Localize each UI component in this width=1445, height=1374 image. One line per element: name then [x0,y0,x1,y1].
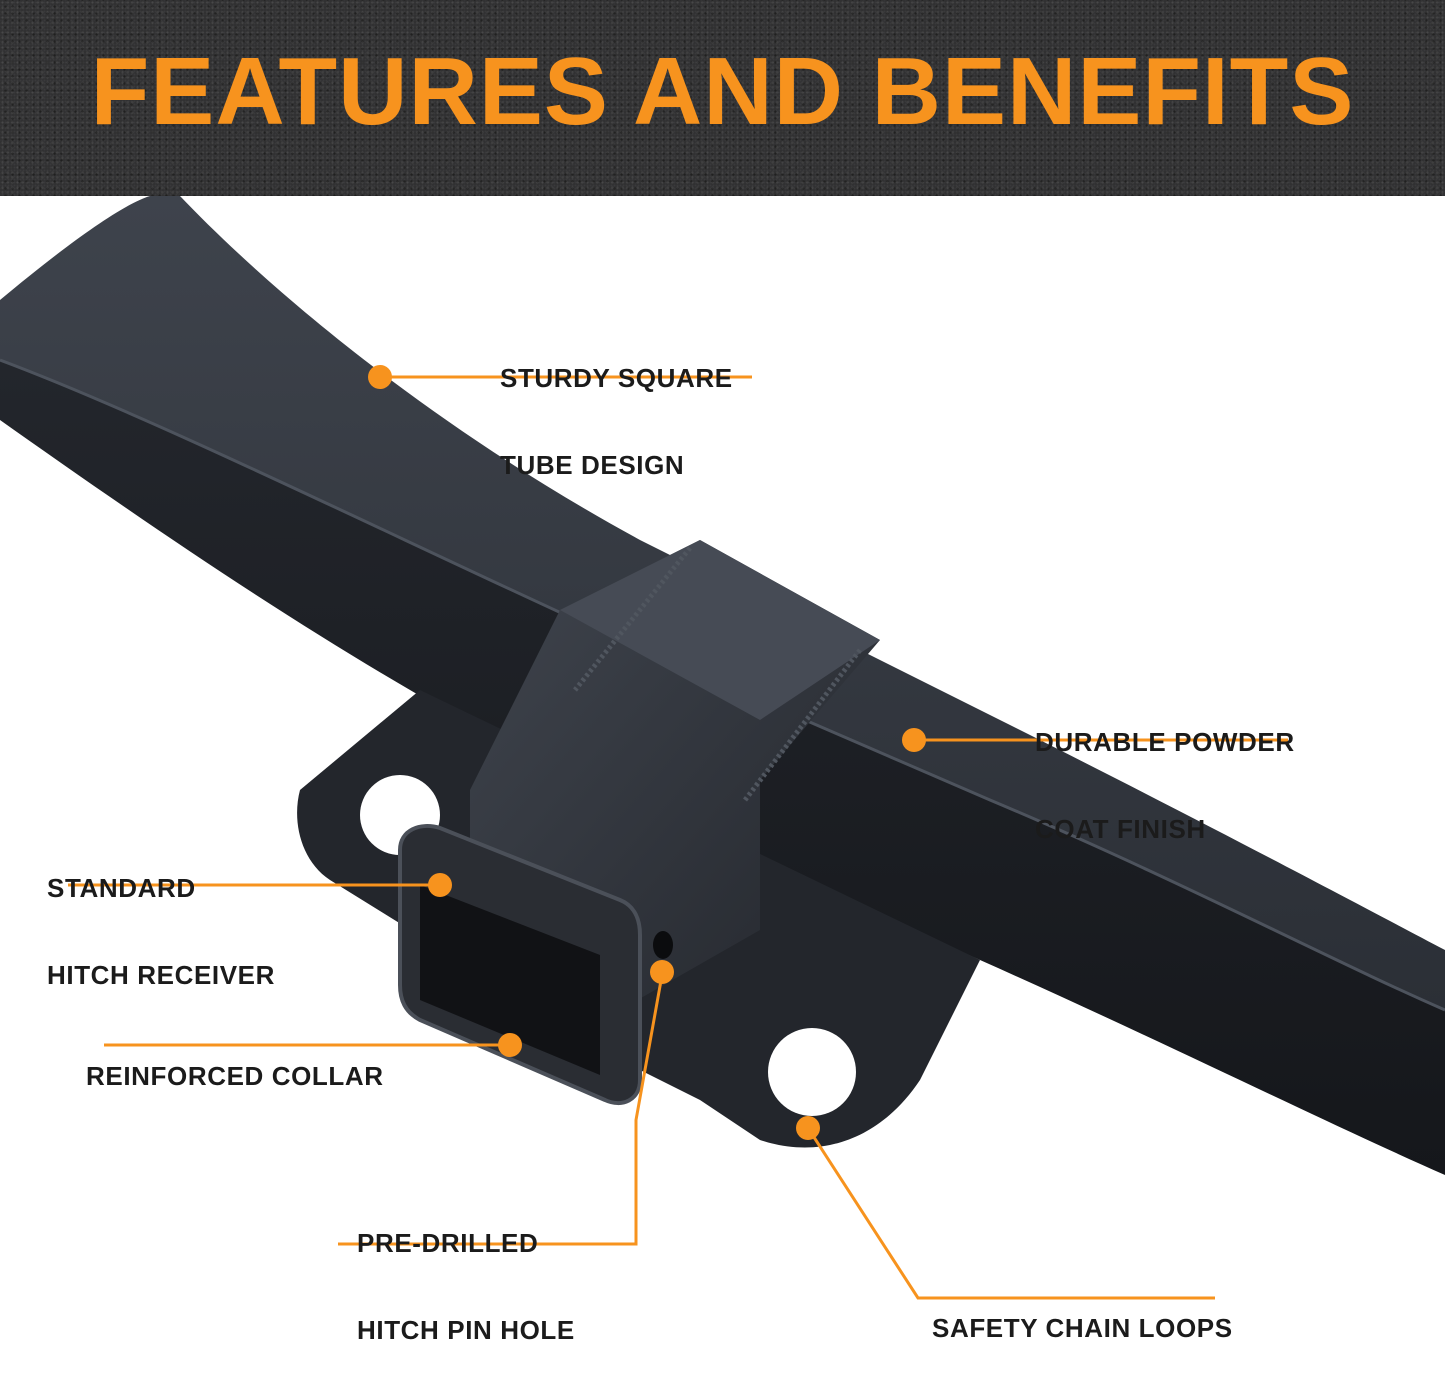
callout-leaders [68,365,1288,1300]
callout-square-tube-line1: STURDY SQUARE [500,363,733,393]
callout-hitch-receiver-line2: HITCH RECEIVER [47,960,275,990]
pin-hole [653,931,673,959]
leader-chain-loops [806,1127,1215,1300]
dot-reinforced-collar [498,1033,522,1057]
dot-chain-loops [796,1116,820,1140]
callout-reinforced-collar: REINFORCED COLLAR [86,1004,384,1120]
hitch-receiver-image [0,196,1445,1175]
callout-chain-loops-line1: SAFETY CHAIN LOOPS [932,1313,1233,1343]
callout-hitch-receiver: STANDARD HITCH RECEIVER [47,816,275,1019]
callout-square-tube-line2: TUBE DESIGN [500,450,685,480]
receiver-opening [420,885,600,1075]
callout-pin-hole: PRE-DRILLED HITCH PIN HOLE [357,1171,575,1374]
callout-chain-loops: SAFETY CHAIN LOOPS [932,1256,1233,1372]
callout-square-tube: STURDY SQUARE TUBE DESIGN [500,306,733,509]
callout-powder-coat: DURABLE POWDER COAT FINISH [1035,670,1295,873]
banner: FEATURES AND BENEFITS [0,0,1445,196]
callout-powder-coat-line2: COAT FINISH [1035,814,1206,844]
callout-powder-coat-line1: DURABLE POWDER [1035,727,1295,757]
chain-loop-hole-right [768,1028,856,1116]
callout-reinforced-collar-line1: REINFORCED COLLAR [86,1061,384,1091]
dot-hitch-receiver [428,873,452,897]
leader-pin-hole [338,974,664,1246]
dot-powder-coat [902,728,926,752]
callout-hitch-receiver-line1: STANDARD [47,873,196,903]
callout-pin-hole-line2: HITCH PIN HOLE [357,1315,575,1345]
banner-title: FEATURES AND BENEFITS [90,38,1355,145]
callout-pin-hole-line1: PRE-DRILLED [357,1228,539,1258]
dot-square-tube [368,365,392,389]
dot-pin-hole [650,960,674,984]
